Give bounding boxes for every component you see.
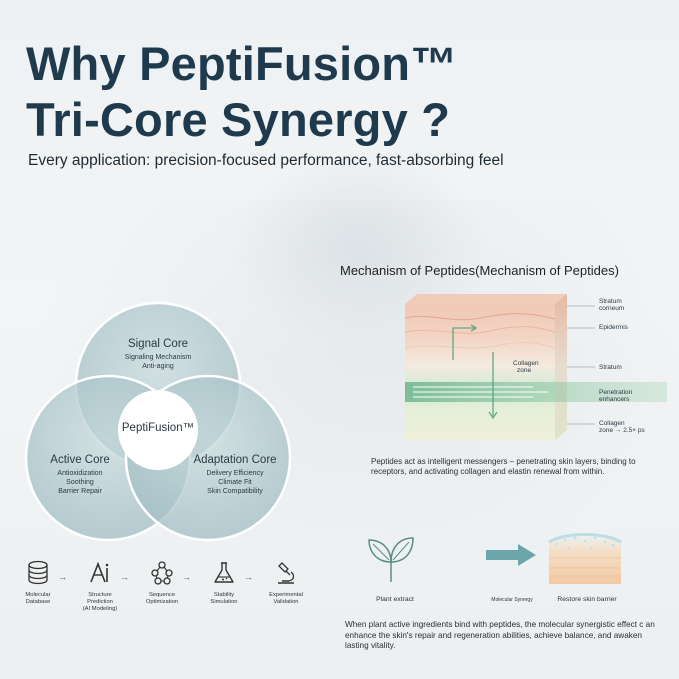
venn-circles bbox=[24, 301, 292, 542]
center-circle bbox=[118, 390, 198, 470]
layer-label-stratum-corneum: Stratum corneum bbox=[599, 298, 624, 312]
molecule-icon bbox=[151, 561, 173, 585]
layer-label-line: zone bbox=[517, 367, 532, 374]
arrow-icon: → bbox=[120, 572, 129, 582]
mechanism-description: Peptides act as intelligent messengers –… bbox=[371, 457, 636, 476]
layer-label-stratum: Stratum bbox=[599, 364, 622, 371]
layer-label-line: enhancers bbox=[599, 396, 630, 403]
arrow-icon: → bbox=[244, 572, 253, 582]
leaf-icon bbox=[368, 537, 414, 582]
page-title: Why PeptiFusion™ Tri-Core Synergy ? bbox=[26, 36, 626, 148]
process-steps: Molecular Database → Structure Predictio… bbox=[10, 560, 330, 620]
page-subtitle: Every application: precision-focused per… bbox=[28, 152, 504, 169]
step-experimental-validation: Experimental Validation bbox=[258, 560, 314, 606]
step-label: Molecular bbox=[25, 592, 51, 598]
active-core-text: Active Core Antioxidization Soothing Bar… bbox=[35, 454, 125, 496]
step-structure-prediction: Structure Prediction (AI Modeling) bbox=[72, 560, 128, 613]
step-label: Structure bbox=[88, 592, 112, 598]
title-line-1: Why PeptiFusion™ bbox=[26, 37, 458, 90]
arrow-icon: → bbox=[58, 572, 67, 582]
arrow-right-icon bbox=[486, 544, 536, 566]
step-label: Sequence bbox=[148, 592, 176, 598]
adaptation-core-line: Delivery Efficiency bbox=[206, 470, 264, 477]
mechanism-title: Mechanism of Peptides(Mechanism of Pepti… bbox=[340, 263, 619, 278]
layer-label-epidermis: Epidermis bbox=[599, 324, 628, 331]
step-stability-simulation: Stability Simulation bbox=[196, 560, 252, 606]
layer-label-line: corneum bbox=[599, 305, 625, 312]
center-label: PeptiFusion™ bbox=[121, 422, 195, 434]
adaptation-core-line: Climate Fit bbox=[218, 479, 252, 486]
molecular-synergy-row: Plant extract Molecular Synergy Restore … bbox=[360, 528, 670, 608]
adaptation-core-text: Adaptation Core Delivery Efficiency Clim… bbox=[185, 454, 285, 496]
layer-label-line: Penetration bbox=[599, 389, 633, 396]
adaptation-core-title: Adaptation Core bbox=[193, 454, 277, 466]
signal-core-title: Signal Core bbox=[127, 338, 189, 350]
ai-model-icon bbox=[90, 561, 109, 583]
restore-barrier-label: Restore skin barrier bbox=[557, 596, 617, 603]
plant-extract-label: Plant extract bbox=[376, 596, 414, 603]
step-label: Prediction bbox=[87, 599, 113, 605]
layer-label-line: Stratum bbox=[599, 298, 622, 305]
active-core-title: Active Core bbox=[50, 454, 110, 466]
step-label: Experimental bbox=[269, 592, 303, 598]
step-label: (AI Modeling) bbox=[82, 606, 118, 612]
step-label: Optimization bbox=[145, 599, 179, 605]
tri-core-venn-diagram: Signal Core Signaling Mechanism Anti-agi… bbox=[0, 290, 340, 550]
skin-layer-diagram: Stratum corneum Epidermis Collagen zone … bbox=[404, 292, 675, 442]
active-core-line: Soothing bbox=[66, 479, 94, 486]
adaptation-core-line: Skin Compatibility bbox=[207, 488, 263, 495]
layer-label-penetration: Penetration enhancers bbox=[599, 389, 632, 403]
active-core-line: Barrier Repair bbox=[58, 488, 102, 495]
signal-core-line: Signaling Mechanism bbox=[124, 354, 192, 361]
signal-core-text: Signal Core Signaling Mechanism Anti-agi… bbox=[108, 338, 208, 371]
layer-label-collagen-zone: Collagen zone bbox=[513, 360, 539, 374]
step-molecular-database: Molecular Database bbox=[10, 560, 66, 606]
skin-barrier-icon bbox=[548, 533, 622, 584]
step-label: Stability bbox=[213, 592, 235, 598]
signal-core-line: Anti-aging bbox=[142, 363, 174, 370]
active-core-line: Antioxidization bbox=[57, 470, 103, 477]
title-line-2: Tri-Core Synergy ? bbox=[26, 93, 451, 146]
step-label: Simulation bbox=[210, 599, 238, 605]
synergy-description: When plant active ingredients bind with … bbox=[345, 620, 655, 650]
microscope-icon bbox=[278, 562, 295, 584]
layer-label-line: zone → 2.5× ps bbox=[599, 427, 645, 434]
layer-label-collagen-zone-2: Collagen zone → 2.5× ps bbox=[599, 420, 645, 434]
layer-label-line: Collagen bbox=[599, 420, 625, 427]
arrow-icon: → bbox=[182, 572, 191, 582]
flask-icon bbox=[214, 562, 234, 583]
skin-layers-svg bbox=[404, 294, 667, 440]
step-label: Database bbox=[25, 599, 51, 605]
step-sequence-optimization: Sequence Optimization bbox=[134, 560, 190, 606]
layer-label-line: Collagen bbox=[513, 360, 539, 367]
database-icon bbox=[28, 560, 48, 585]
molecular-synergy-label: Molecular Synergy bbox=[491, 597, 533, 603]
step-label: Validation bbox=[273, 599, 299, 605]
